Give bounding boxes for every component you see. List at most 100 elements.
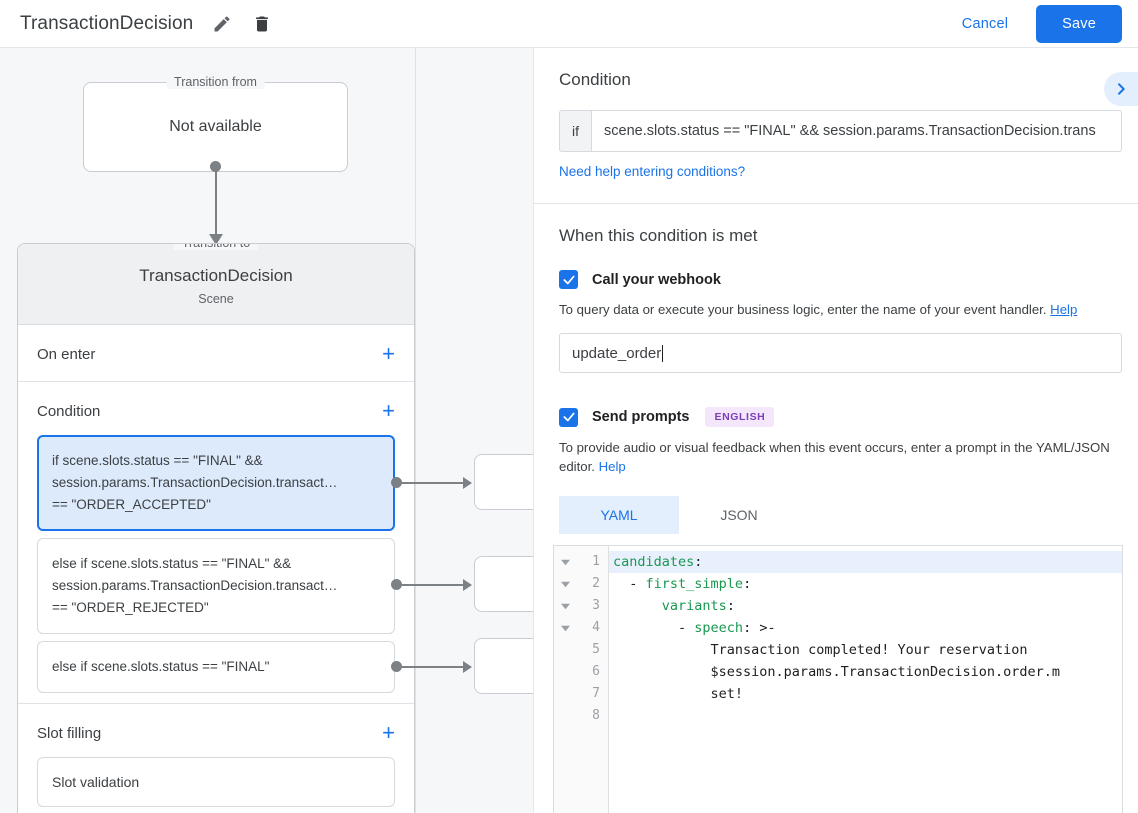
tab-yaml[interactable]: YAML — [559, 496, 679, 534]
branch-line — [399, 584, 466, 586]
section-header: Slot filling + — [18, 704, 414, 750]
code-line[interactable]: - speech: >- — [609, 617, 1122, 639]
code-line[interactable]: - first_simple: — [609, 573, 1122, 595]
condition-line: == "ORDER_REJECTED" — [52, 600, 209, 615]
line-number: 8 — [592, 708, 600, 723]
slot-validation-item[interactable]: Slot validation — [37, 757, 395, 807]
fold-spacer — [554, 661, 576, 683]
branch-target-node[interactable] — [474, 454, 533, 510]
editor-format-tabs: YAML JSON — [559, 496, 1138, 534]
fold-spacer — [554, 639, 576, 661]
condition-line: session.params.TransactionDecision.trans… — [52, 578, 338, 593]
section-header: On enter + — [18, 325, 414, 371]
branch-arrow — [463, 477, 472, 489]
line-number: 4 — [592, 620, 600, 635]
connector-line — [215, 165, 217, 240]
scene-graph-canvas[interactable]: Transition from Not available Transition… — [0, 48, 533, 813]
section-title-condition: Condition — [37, 402, 101, 420]
fold-arrow-icon[interactable] — [554, 617, 576, 639]
branch-dot — [391, 661, 402, 672]
code-token: - — [613, 620, 695, 636]
fold-arrow-icon[interactable] — [554, 595, 576, 617]
section-slot-filling: Slot filling + Slot validation — [18, 704, 414, 813]
section-title-on-enter: On enter — [37, 345, 96, 363]
transition-to-scene-card[interactable]: Transition to TransactionDecision Scene … — [17, 243, 415, 813]
section-on-enter: On enter + — [18, 325, 414, 382]
code-line[interactable]: $session.params.TransactionDecision.orde… — [609, 661, 1122, 683]
condition-heading: Condition — [559, 70, 631, 89]
save-button[interactable]: Save — [1036, 4, 1122, 43]
editor-code-area[interactable]: candidates: - first_simple: variants: - … — [609, 546, 1122, 813]
branch-line — [399, 482, 466, 484]
send-prompts-checkbox[interactable] — [559, 407, 578, 427]
code-token: first_simple — [645, 576, 744, 592]
tab-json[interactable]: JSON — [720, 507, 758, 523]
toolbar-actions: Cancel Save — [948, 4, 1122, 43]
webhook-description-text: To query data or execute your business l… — [559, 302, 1047, 317]
add-condition-button[interactable]: + — [382, 398, 395, 423]
line-number: 2 — [592, 576, 600, 591]
condition-item[interactable]: if scene.slots.status == "FINAL" && sess… — [37, 435, 395, 531]
prompts-description-text: To provide audio or visual feedback when… — [559, 440, 1110, 474]
line-number: 1 — [592, 554, 600, 569]
transition-from-value: Not available — [169, 118, 262, 135]
add-slot-filling-button[interactable]: + — [382, 720, 395, 745]
trash-icon[interactable] — [251, 13, 273, 35]
code-line[interactable]: set! — [609, 683, 1122, 705]
code-line[interactable]: Transaction completed! Your reservation — [609, 639, 1122, 661]
transition-from-node[interactable]: Transition from Not available — [83, 75, 348, 172]
pencil-icon[interactable] — [211, 13, 233, 35]
condition-help-link[interactable]: Need help entering conditions? — [559, 164, 746, 179]
condition-item[interactable]: else if scene.slots.status == "FINAL" &&… — [37, 538, 395, 634]
section-title-slot-filling: Slot filling — [37, 724, 102, 742]
when-condition-met-section: When this condition is met Call your web… — [534, 204, 1138, 534]
connector-arrow — [209, 234, 223, 245]
branch-target-node[interactable] — [474, 556, 533, 612]
condition-line: session.params.TransactionDecision.trans… — [52, 475, 338, 490]
fold-spacer — [554, 705, 576, 727]
code-token: speech — [694, 620, 744, 636]
webhook-help-link[interactable]: Help — [1050, 302, 1078, 317]
prompts-help-link[interactable]: Help — [598, 459, 626, 474]
code-token — [613, 598, 662, 614]
text-caret — [662, 344, 664, 362]
fold-arrow-icon[interactable] — [554, 573, 576, 595]
code-token: : — [694, 554, 703, 570]
code-line[interactable]: candidates: — [609, 551, 1122, 573]
app-toolbar: TransactionDecision Cancel Save — [0, 0, 1138, 48]
line-number: 5 — [592, 642, 600, 657]
call-webhook-checkbox[interactable] — [559, 270, 578, 289]
scene-type-label: Scene — [198, 292, 234, 306]
condition-item[interactable]: else if scene.slots.status == "FINAL" — [37, 641, 395, 693]
fold-spacer — [554, 683, 576, 705]
condition-input-row[interactable]: if scene.slots.status == "FINAL" && sess… — [559, 110, 1122, 152]
call-webhook-label: Call your webhook — [592, 271, 721, 288]
canvas-guideline — [415, 48, 416, 813]
chevron-right-icon[interactable] — [1104, 72, 1138, 106]
section-header: Condition + — [18, 382, 414, 428]
line-number: 6 — [592, 664, 600, 679]
scene-card-header: TransactionDecision Scene — [18, 244, 414, 325]
condition-line: == "ORDER_ACCEPTED" — [52, 497, 211, 512]
fold-arrow-icon[interactable] — [554, 551, 576, 573]
branch-arrow — [463, 661, 472, 673]
line-number: 3 — [592, 598, 600, 613]
add-on-enter-button[interactable]: + — [382, 341, 395, 366]
code-line[interactable] — [609, 705, 1122, 727]
code-token: candidates — [613, 554, 695, 570]
send-prompts-row: Send prompts ENGLISH — [559, 407, 1138, 427]
cancel-button[interactable]: Cancel — [948, 7, 1022, 41]
webhook-handler-input[interactable]: update_order — [559, 333, 1122, 373]
branch-dot — [391, 477, 402, 488]
editor-fold-column — [554, 546, 576, 813]
language-badge: ENGLISH — [705, 407, 775, 427]
section-condition: Condition + if scene.slots.status == "FI… — [18, 382, 414, 704]
condition-expression-input[interactable]: scene.slots.status == "FINAL" && session… — [604, 123, 1096, 139]
branch-dot — [391, 579, 402, 590]
when-met-heading: When this condition is met — [559, 226, 758, 245]
code-line[interactable]: variants: — [609, 595, 1122, 617]
code-token: - — [613, 576, 646, 592]
branch-target-node[interactable] — [474, 638, 533, 694]
